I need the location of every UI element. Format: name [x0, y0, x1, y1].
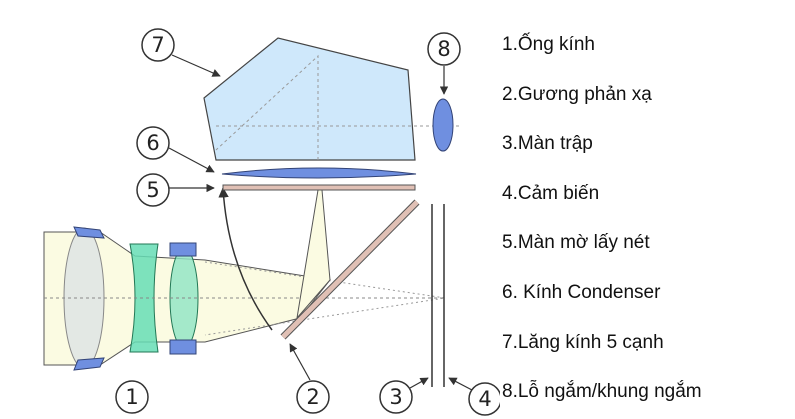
middle-lens-element — [129, 243, 159, 353]
legend-item-2: 2.Gương phản xạ — [502, 84, 652, 105]
marker-3: 3 — [379, 377, 429, 414]
legend-item-8: 8.Lỗ ngắm/khung ngắm — [502, 381, 702, 402]
pentaprism-light-path — [215, 54, 319, 160]
svg-text:8: 8 — [437, 37, 450, 61]
front-lens-top-ring — [73, 226, 105, 239]
pentaprism — [203, 37, 416, 161]
svg-text:2: 2 — [306, 385, 319, 409]
svg-text:7: 7 — [151, 33, 164, 57]
legend-item-5: 5.Màn mờ lấy nét — [502, 232, 650, 253]
marker-1: 1 — [115, 380, 149, 414]
eyepiece-lens — [432, 98, 454, 152]
legend-item-1: 1.Ống kính — [502, 34, 595, 55]
legend-item-4: 4.Cảm biến — [502, 183, 600, 204]
legend-item-3: 3.Màn trập — [502, 133, 593, 154]
svg-text:3: 3 — [389, 385, 402, 409]
legend-item-7: 7.Lăng kính 5 cạnh — [502, 332, 664, 353]
marker-8: 8 — [427, 32, 461, 95]
legend: 1.Ống kính 2.Gương phản xạ 3.Màn trập 4.… — [502, 0, 792, 419]
marker-4: 4 — [448, 377, 500, 416]
svg-text:5: 5 — [146, 178, 159, 202]
condenser-lens — [221, 167, 417, 179]
svg-text:4: 4 — [478, 387, 491, 411]
front-lens-bottom-ring — [73, 357, 105, 371]
marker-7: 7 — [141, 28, 221, 77]
marker-2: 2 — [289, 343, 330, 414]
svg-text:6: 6 — [146, 131, 159, 155]
focusing-screen — [222, 184, 416, 191]
legend-item-6: 6. Kính Condenser — [502, 282, 661, 303]
light-ray-dotted — [204, 261, 446, 336]
reflex-mirror-face — [281, 200, 419, 339]
svg-text:1: 1 — [125, 385, 138, 409]
rear-lens-bottom-ring — [169, 339, 197, 355]
rear-lens-top-ring — [169, 242, 197, 257]
marker-5: 5 — [136, 173, 215, 207]
mirror-flip-arc — [218, 186, 273, 331]
slr-camera-diagram: 7 8 6 5 1 2 3 4 — [43, 28, 500, 416]
marker-6: 6 — [136, 126, 215, 173]
